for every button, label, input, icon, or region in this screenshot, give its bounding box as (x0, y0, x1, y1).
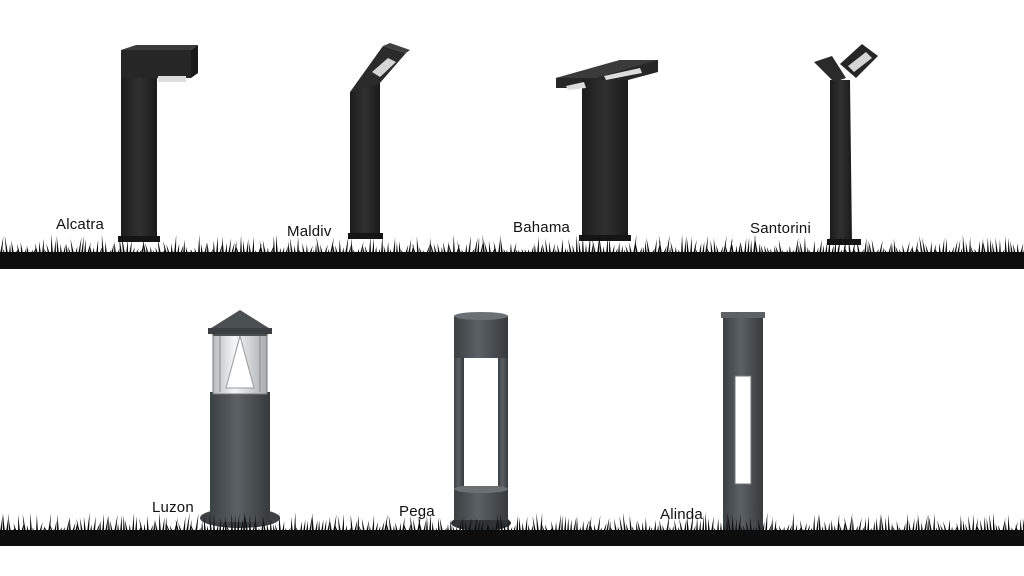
grass-strip-bottom (0, 512, 1024, 546)
product-alcatra-fixture (118, 45, 198, 242)
product-pega-fixture (451, 312, 511, 531)
product-label-alinda: Alinda (660, 506, 703, 523)
product-label-pega: Pega (399, 503, 435, 520)
product-alinda-fixture (721, 312, 765, 530)
grass-strip-top (0, 234, 1024, 269)
product-luzon-fixture (200, 310, 280, 528)
product-label-maldiv: Maldiv (287, 223, 332, 240)
product-bahama-fixture (556, 60, 658, 241)
product-label-santorini: Santorini (750, 220, 812, 237)
product-santorini-fixture (814, 44, 878, 245)
product-label-luzon: Luzon (152, 499, 194, 516)
product-label-bahama: Bahama (513, 219, 571, 236)
product-label-alcatra: Alcatra (56, 216, 105, 233)
product-maldiv-fixture (348, 43, 410, 239)
